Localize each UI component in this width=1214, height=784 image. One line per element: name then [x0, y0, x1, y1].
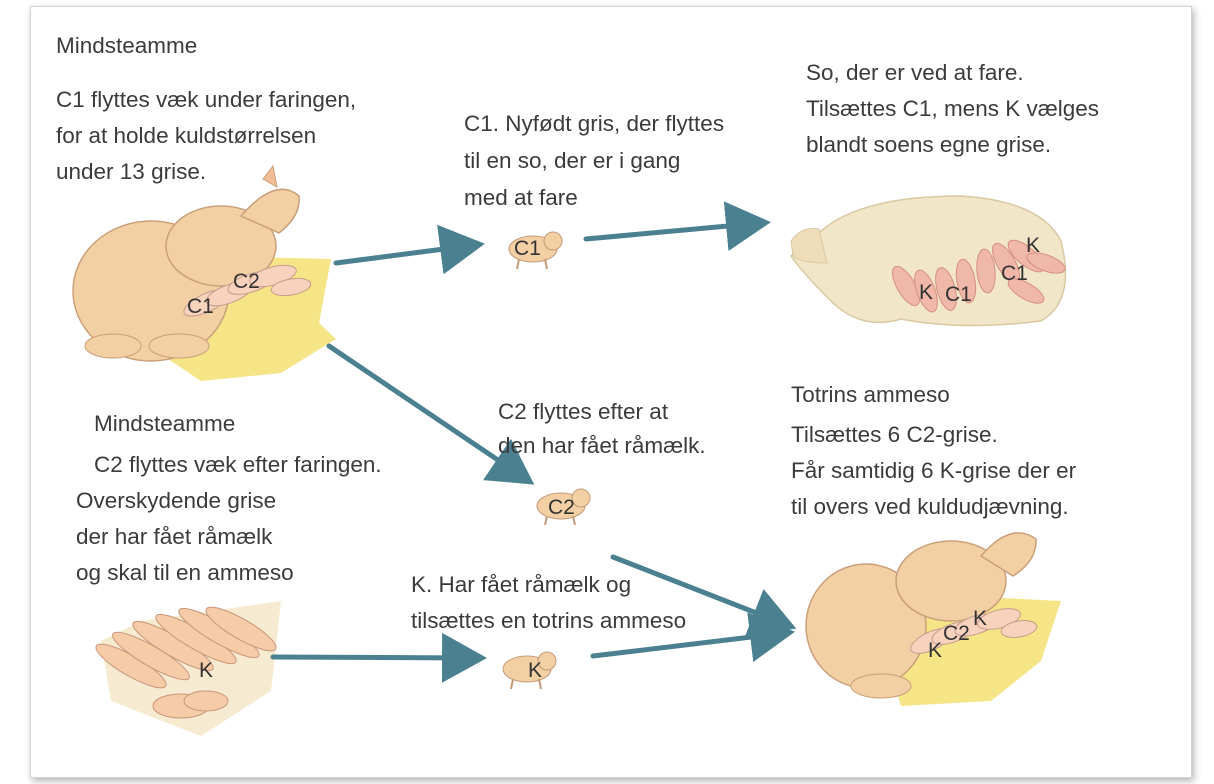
bottom-left-line-1: Overskydende grise [76, 486, 276, 515]
mother-sow-top-illustration [73, 166, 336, 381]
arrow-c1-to-farrowing-sow [586, 223, 761, 239]
label-k-farrowing-2: K [919, 282, 933, 304]
label-c1-farrowing-2: C1 [945, 284, 972, 306]
nurse-sow-illustration [806, 533, 1061, 706]
arrow-sow-to-c1 [336, 245, 475, 263]
label-c2-top-sow: C2 [233, 271, 260, 293]
label-c1-farrowing-1: C1 [1001, 263, 1028, 285]
bottom-left-line-0: C2 flyttes væk efter faringen. [94, 450, 382, 479]
nurse-line-1: Totrins ammeso [791, 380, 950, 409]
label-k-litter: K [199, 660, 213, 682]
diagram-frame: C1 C2 C1 K C1 K C1 C2 K K K C2 K Mindste… [30, 6, 1192, 778]
label-k-piglet: K [528, 660, 542, 682]
label-k-nurse-1: K [973, 608, 987, 630]
top-left-line-1: C1 flyttes væk under faringen, [56, 85, 356, 114]
label-k-farrowing-1: K [1026, 235, 1040, 257]
label-c2-nurse: C2 [943, 623, 970, 645]
arrow-litter-to-k [273, 657, 477, 658]
label-c1-top-sow: C1 [187, 296, 214, 318]
arrow-k-to-nurse-sow [593, 633, 785, 656]
label-c1-piglet: C1 [514, 238, 541, 260]
label-c2-piglet: C2 [548, 497, 575, 519]
bottom-left-line-2: der har fået råmælk [76, 522, 272, 551]
c1-note-line-1: C1. Nyfødt gris, der flyttes [464, 109, 724, 138]
farrowing-line-2: Tilsættes C1, mens K vælges [806, 94, 1099, 123]
label-k-nurse-2: K [928, 640, 942, 662]
litter-of-pigs-illustration [91, 600, 281, 736]
top-left-title-clip: Mindsteamme [56, 37, 316, 63]
bottom-left-line-3: og skal til en ammeso [76, 558, 294, 587]
top-left-title: Mindsteamme [56, 37, 197, 60]
top-left-line-3: under 13 grise. [56, 157, 206, 186]
k-note-line-2: tilsættes en totrins ammeso [411, 606, 686, 635]
nurse-line-2: Tilsættes 6 C2-grise. [791, 420, 998, 449]
farrowing-line-1: So, der er ved at fare. [806, 58, 1024, 87]
diagram-scene: C1 C2 C1 K C1 K C1 C2 K K K C2 K Mindste… [30, 6, 1192, 778]
top-left-line-2: for at holde kuldstørrelsen [56, 121, 316, 150]
c2-note-line-2: den har fået råmælk. [498, 431, 706, 460]
nurse-line-4: til overs ved kuldudjævning. [791, 492, 1069, 521]
c1-note-line-2: til en so, der er i gang [464, 146, 680, 175]
nurse-line-3: Får samtidig 6 K-grise der er [791, 456, 1076, 485]
farrowing-sow-illustration [791, 196, 1068, 326]
k-note-line-1: K. Har fået råmælk og [411, 570, 631, 599]
c1-note-line-3: med at fare [464, 183, 578, 212]
c2-note-line-1: C2 flyttes efter at [498, 397, 668, 426]
bottom-left-title: Mindsteamme [94, 409, 235, 438]
farrowing-line-3: blandt soens egne grise. [806, 130, 1051, 159]
